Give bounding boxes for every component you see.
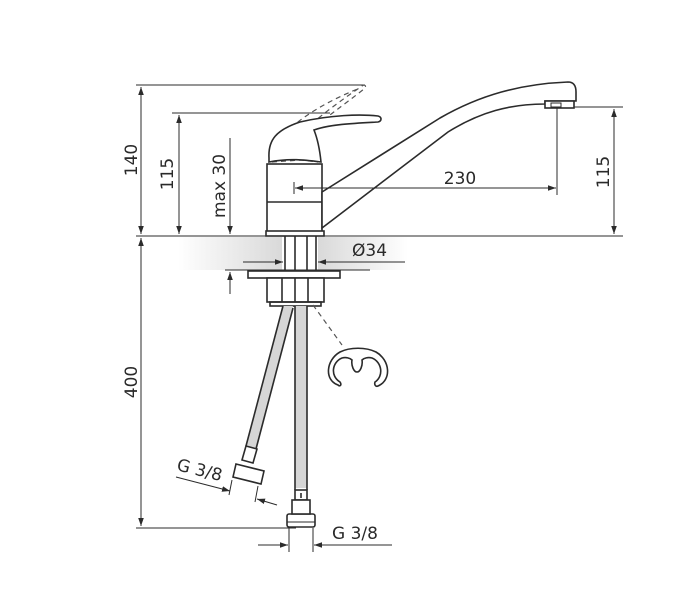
hose-thread-left-label: G 3/8 xyxy=(175,455,224,486)
lever-handle xyxy=(268,114,382,163)
hose-length-label: 400 xyxy=(122,366,142,398)
aerator xyxy=(544,100,575,109)
extension-lines xyxy=(136,84,623,529)
flexible-hose-right xyxy=(286,306,316,528)
total-height-label: 140 xyxy=(122,144,142,176)
swivel-spout xyxy=(321,81,577,230)
dimension-lever-height: 115 xyxy=(158,115,182,234)
dimension-mount-diameter: Ø34 xyxy=(243,241,405,265)
flexible-hose-left xyxy=(232,305,294,485)
dimension-max-countertop: max 30 xyxy=(210,138,233,294)
mounting-assembly xyxy=(247,236,341,307)
dimension-hose-thread-right: G 3/8 xyxy=(258,524,392,552)
countertop xyxy=(136,235,623,271)
horseshoe-clip xyxy=(312,304,389,388)
mount-diameter-label: Ø34 xyxy=(352,241,387,261)
lever-height-label: 115 xyxy=(158,158,178,190)
dimension-spout-reach: 230 xyxy=(293,107,558,195)
mounting-nut xyxy=(266,277,325,307)
hose-thread-right-label: G 3/8 xyxy=(332,524,378,544)
spout-height-label: 115 xyxy=(594,156,614,188)
dimension-spout-height: 115 xyxy=(594,109,617,234)
dimension-total-height: 140 xyxy=(122,87,144,234)
mixer-body xyxy=(265,163,325,237)
spout-reach-label: 230 xyxy=(444,169,476,189)
dimension-hose-length: 400 xyxy=(122,238,144,526)
max-countertop-label: max 30 xyxy=(210,154,230,218)
mounting-washer xyxy=(247,270,341,279)
